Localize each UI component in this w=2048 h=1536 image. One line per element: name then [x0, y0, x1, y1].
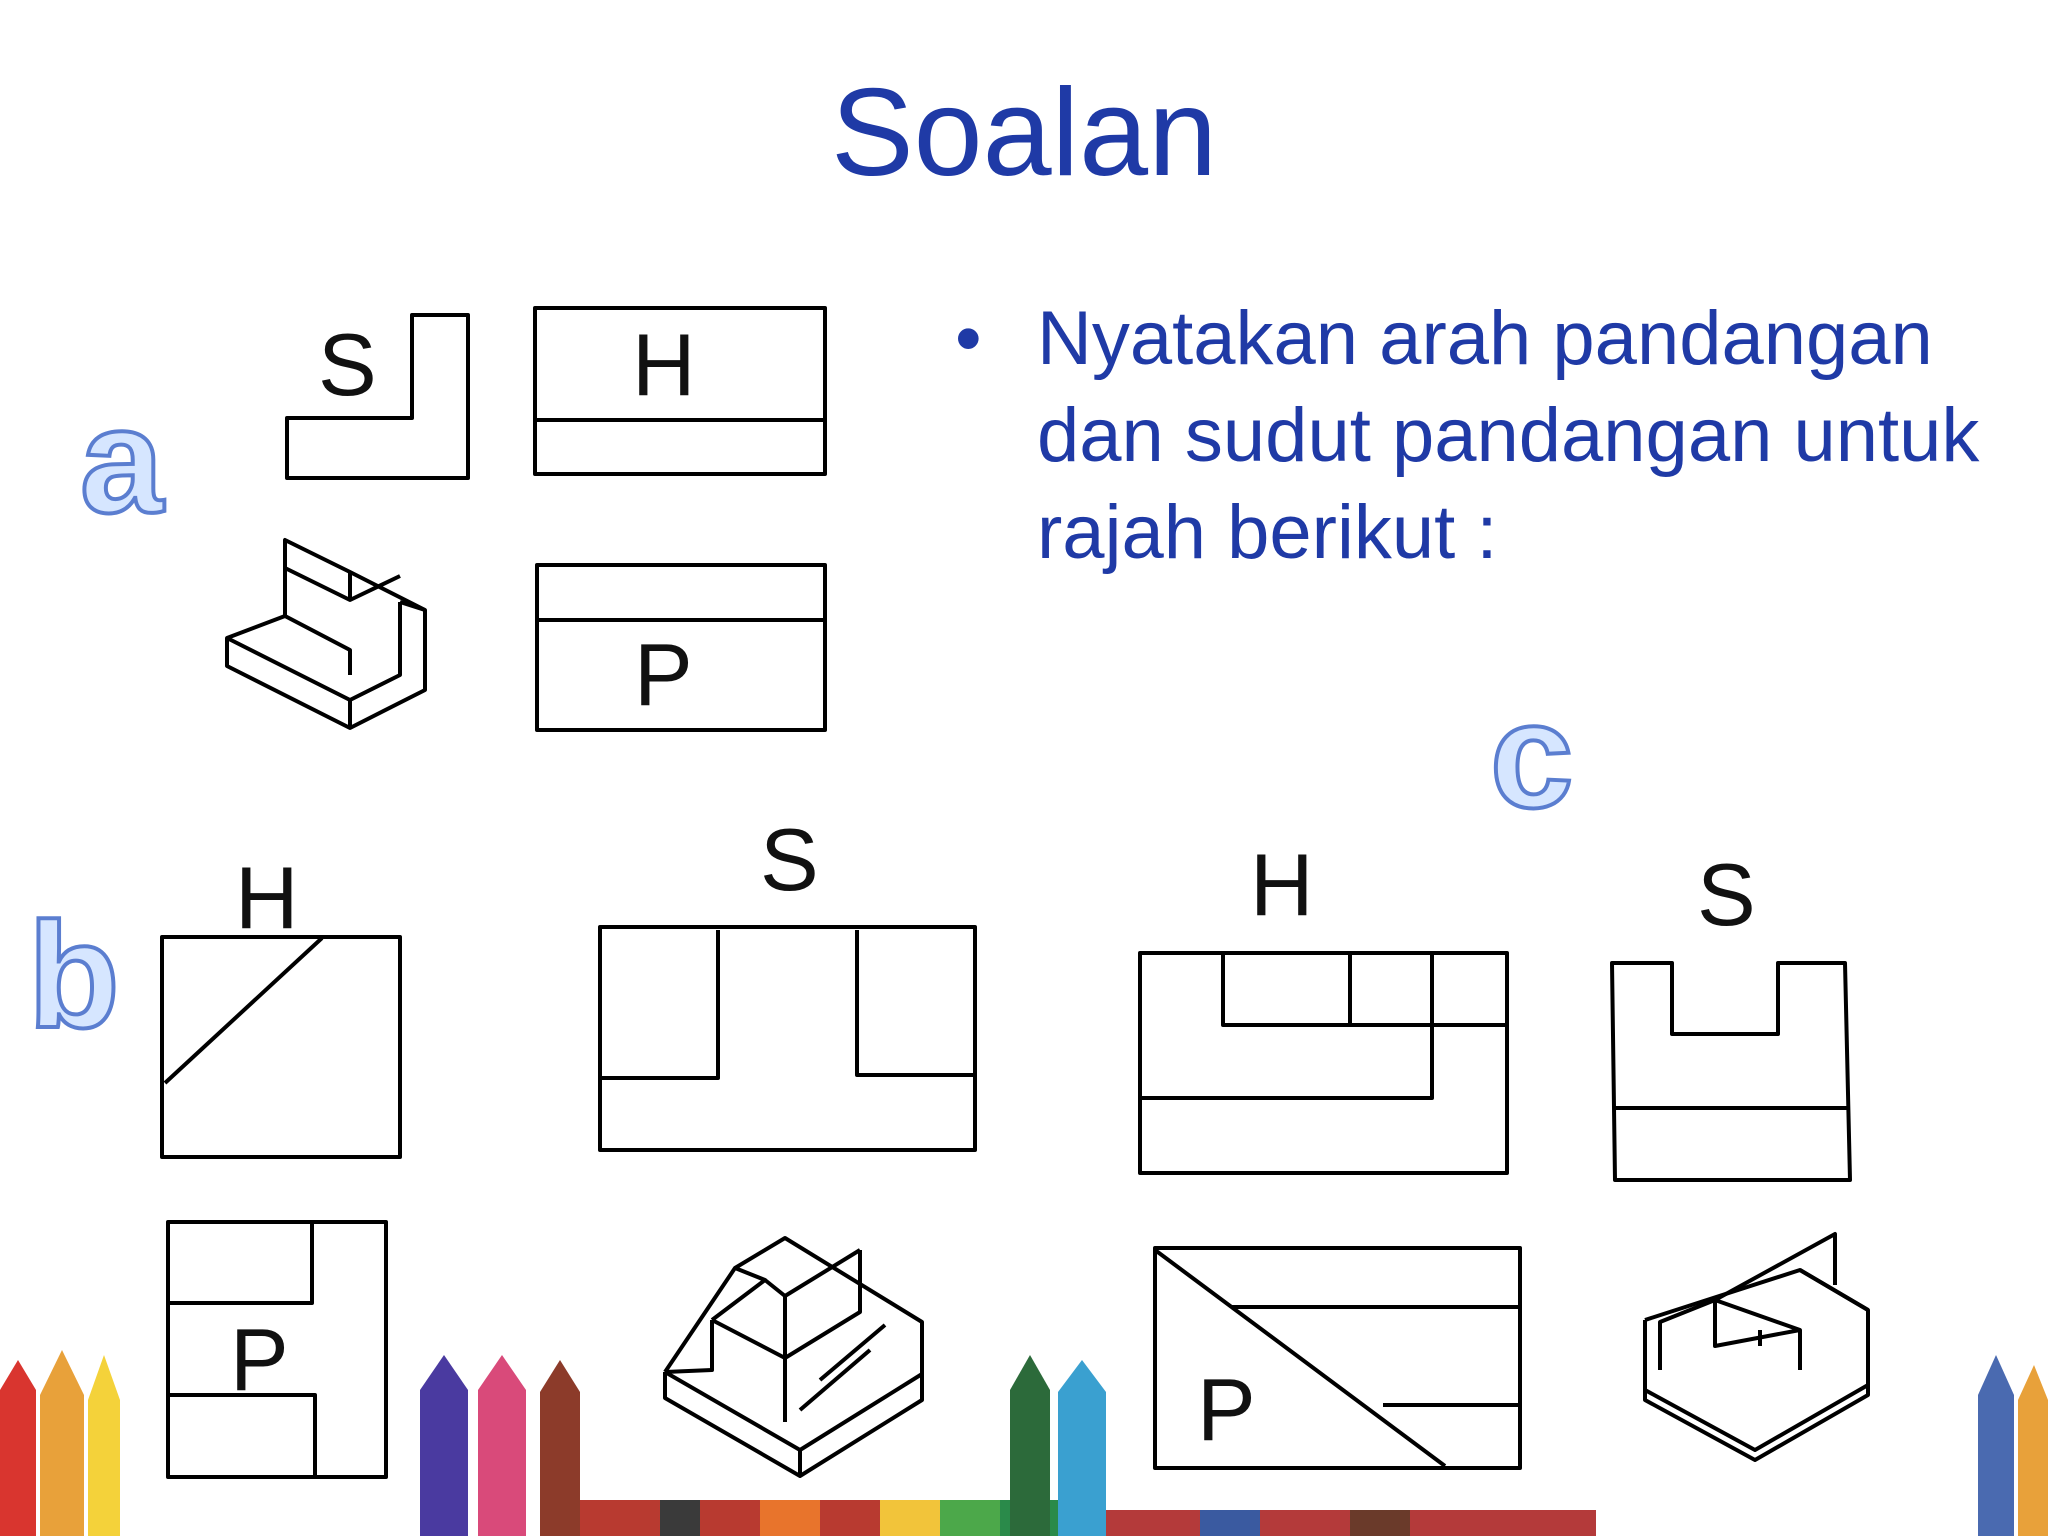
section-b-side-view — [598, 925, 977, 1152]
section-c-isometric — [1643, 1232, 1870, 1462]
section-c-top-view — [1138, 951, 1509, 1175]
section-a-side-view — [285, 313, 470, 480]
section-letter-b: b — [26, 891, 122, 1059]
pencil-group-right-mid — [1010, 1355, 1596, 1536]
label-a-front: P — [634, 625, 693, 724]
section-c-front-view — [1153, 1246, 1522, 1470]
section-c-side-view — [1610, 961, 1852, 1182]
pencil-group-left — [0, 1350, 120, 1536]
section-letter-a: a — [78, 376, 165, 544]
label-c-side: S — [1697, 845, 1756, 944]
pencil-group-right — [1978, 1355, 2048, 1536]
instruction-text: Nyatakan arah pandangan dan sudut pandan… — [1037, 296, 1980, 575]
slide-title: Soalan — [830, 64, 1218, 202]
label-c-front: P — [1197, 1360, 1256, 1459]
section-letter-c: c — [1488, 671, 1575, 839]
section-b-top-view — [160, 935, 402, 1159]
section-a-front-view — [535, 563, 827, 732]
label-c-top: H — [1250, 835, 1314, 934]
label-a-top: H — [632, 315, 696, 414]
label-a-side: S — [318, 315, 377, 414]
section-a-isometric — [225, 538, 427, 730]
label-b-side: S — [760, 810, 819, 909]
label-b-front: P — [230, 1310, 289, 1409]
bullet-dot: • — [955, 296, 982, 381]
label-b-top: H — [235, 848, 299, 947]
section-a-top-view — [533, 306, 827, 476]
pencil-group-mid — [420, 1355, 1100, 1536]
pencil-decoration — [0, 1350, 2048, 1536]
section-b-isometric — [663, 1236, 924, 1478]
section-b-front-view — [166, 1220, 388, 1479]
